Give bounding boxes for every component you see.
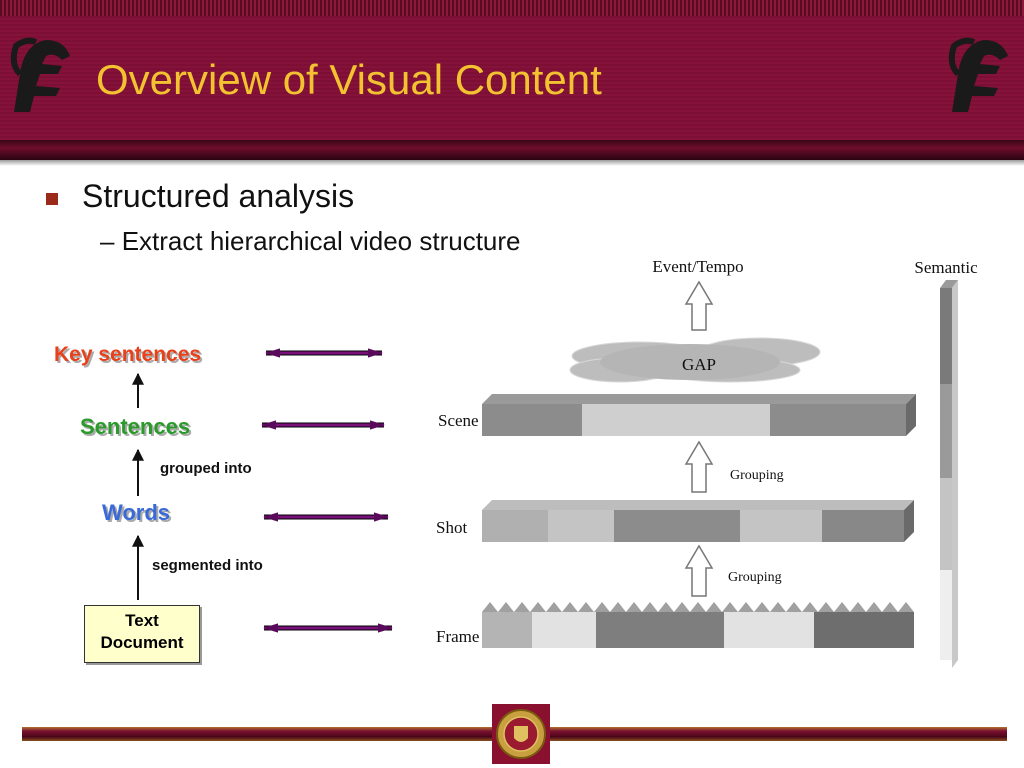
label-grouping-lower: Grouping (728, 570, 782, 585)
hollow-arrow-up-grouping-lower (684, 544, 714, 597)
header-top-stripe (0, 0, 1024, 16)
node-text-document: Text Document (84, 605, 200, 663)
header-shadow (0, 160, 1024, 166)
label-frame: Frame (436, 627, 479, 646)
trojan-logo-right (948, 37, 1008, 112)
scene-bar (482, 394, 916, 436)
shot-bar (482, 500, 914, 542)
university-seal-icon (492, 704, 550, 764)
label-grouping-upper: Grouping (730, 468, 784, 483)
gap-cloud (569, 337, 821, 383)
sub-bullet-extract-structure: – Extract hierarchical video structure (100, 226, 521, 256)
label-semantic: Semantic (914, 258, 978, 277)
label-scene: Scene (438, 411, 479, 430)
bullet-square-icon (46, 193, 58, 205)
trojan-logo-left (10, 37, 70, 112)
label-grouped-into: grouped into (160, 460, 252, 477)
label-gap: GAP (682, 355, 716, 374)
frame-bar (482, 602, 914, 648)
node-words: Words (102, 500, 171, 525)
semantic-bar (940, 280, 958, 668)
header-bottom-stripe (0, 140, 1024, 160)
text-document-line2: Document (100, 633, 184, 652)
text-document-line1: Text (125, 611, 159, 630)
sub-bullet-text: Extract hierarchical video structure (121, 226, 521, 256)
label-shot: Shot (436, 518, 467, 537)
bullet-structured-analysis: Structured analysis (82, 178, 355, 214)
slide-title: Overview of Visual Content (96, 56, 602, 103)
hollow-arrow-up-event (684, 280, 714, 331)
label-segmented-into: segmented into (152, 557, 263, 574)
slide-header (0, 0, 1024, 166)
label-event-tempo: Event/Tempo (652, 257, 743, 276)
node-sentences: Sentences (80, 414, 191, 439)
header-band (0, 16, 1024, 140)
node-key-sentences: Key sentences (54, 343, 202, 366)
hollow-arrow-up-grouping-upper (684, 440, 714, 493)
